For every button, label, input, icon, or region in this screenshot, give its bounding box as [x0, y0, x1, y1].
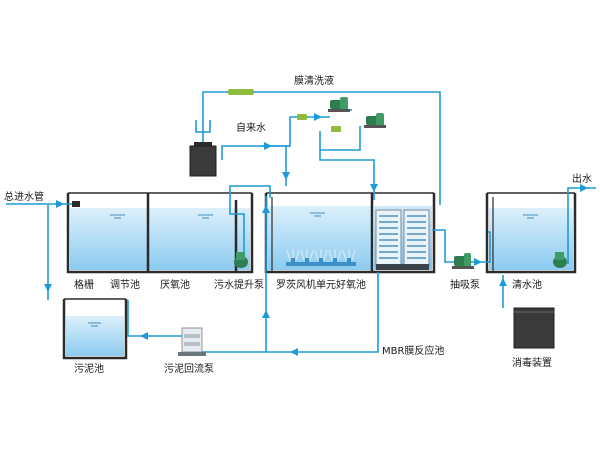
tank-regulating-anoxic: [66, 193, 254, 274]
pumps: [178, 97, 567, 356]
pump-lift: [234, 252, 248, 268]
label-outlet: 出水: [572, 172, 592, 185]
label-regulating-tank: 调节池: [110, 278, 140, 291]
label-lift-pump: 污水提升泵: [214, 279, 264, 291]
valves: [228, 89, 341, 132]
arrow-to-sludge: [140, 332, 148, 340]
label-total-inlet: 总进水管: [4, 190, 44, 203]
label-disinfection: 消毒装置: [512, 356, 552, 369]
flow-arrows: [44, 113, 588, 356]
label-clear-water-tank: 清水池: [512, 278, 542, 291]
pump-clear-water: [553, 252, 567, 268]
pipe-mbr-suction: [432, 229, 455, 263]
label-membrane-cleaning: 膜清洗液: [294, 74, 334, 87]
valve-blower: [331, 126, 341, 132]
arrow-return-up: [262, 310, 270, 318]
arrow-down-sludge: [44, 284, 52, 292]
arrow-inlet: [56, 200, 64, 208]
pipe-blower-2: [320, 133, 361, 151]
pump-blower-1: [328, 97, 350, 112]
valve-tap: [297, 114, 307, 120]
disinfection-device: [513, 307, 555, 349]
pipe-dosing-loop: [195, 120, 211, 133]
pump-blower-2: [364, 113, 386, 128]
arrow-outlet: [580, 184, 588, 192]
label-sludge-return-pump: 污泥回流泵: [164, 362, 214, 375]
dosing-box: [189, 145, 217, 177]
aeration-diffusers: [286, 249, 356, 266]
pipe-mbr-return: [202, 272, 379, 353]
grille-icon: [72, 201, 80, 207]
arrow-blower-down: [370, 184, 378, 192]
pipe-blower-1: [319, 131, 375, 200]
tank-clear-water: [485, 193, 577, 274]
pipe-lift-riser: [229, 185, 271, 264]
arrow-disinfection-up: [499, 278, 507, 286]
arrow-return-left: [290, 348, 298, 356]
arrow-to-clear: [474, 258, 482, 266]
arrow-tap: [264, 142, 272, 150]
label-sludge-tank: 污泥池: [74, 362, 104, 375]
water-regulating-anoxic: [70, 208, 250, 270]
water-sludge: [66, 316, 124, 356]
dosing-box-cap: [194, 142, 212, 147]
arrow-tap-right: [314, 113, 322, 121]
mbr-membrane-modules: [375, 209, 430, 270]
arrow-tap-down: [282, 172, 290, 180]
arrow-up-aerobic: [262, 205, 270, 213]
tank-sludge: [62, 299, 128, 360]
label-mbr-tank: MBR膜反应池: [382, 344, 444, 357]
pump-sludge-return: [178, 327, 206, 356]
pump-suction: [452, 253, 474, 269]
water-surface-marks: [88, 212, 538, 327]
label-aerobic-tank: 罗茨风机单元好氧池: [276, 278, 366, 291]
label-suction-pump: 抽吸泵: [450, 278, 480, 291]
label-tap-water: 自来水: [236, 121, 266, 134]
label-grille: 格栅: [74, 278, 94, 291]
pipe-cleaning-main: [202, 91, 441, 205]
valve-cleaning: [228, 89, 254, 95]
pipe-return-to-sludge: [127, 300, 182, 337]
label-anoxic-tank: 厌氧池: [160, 278, 190, 291]
